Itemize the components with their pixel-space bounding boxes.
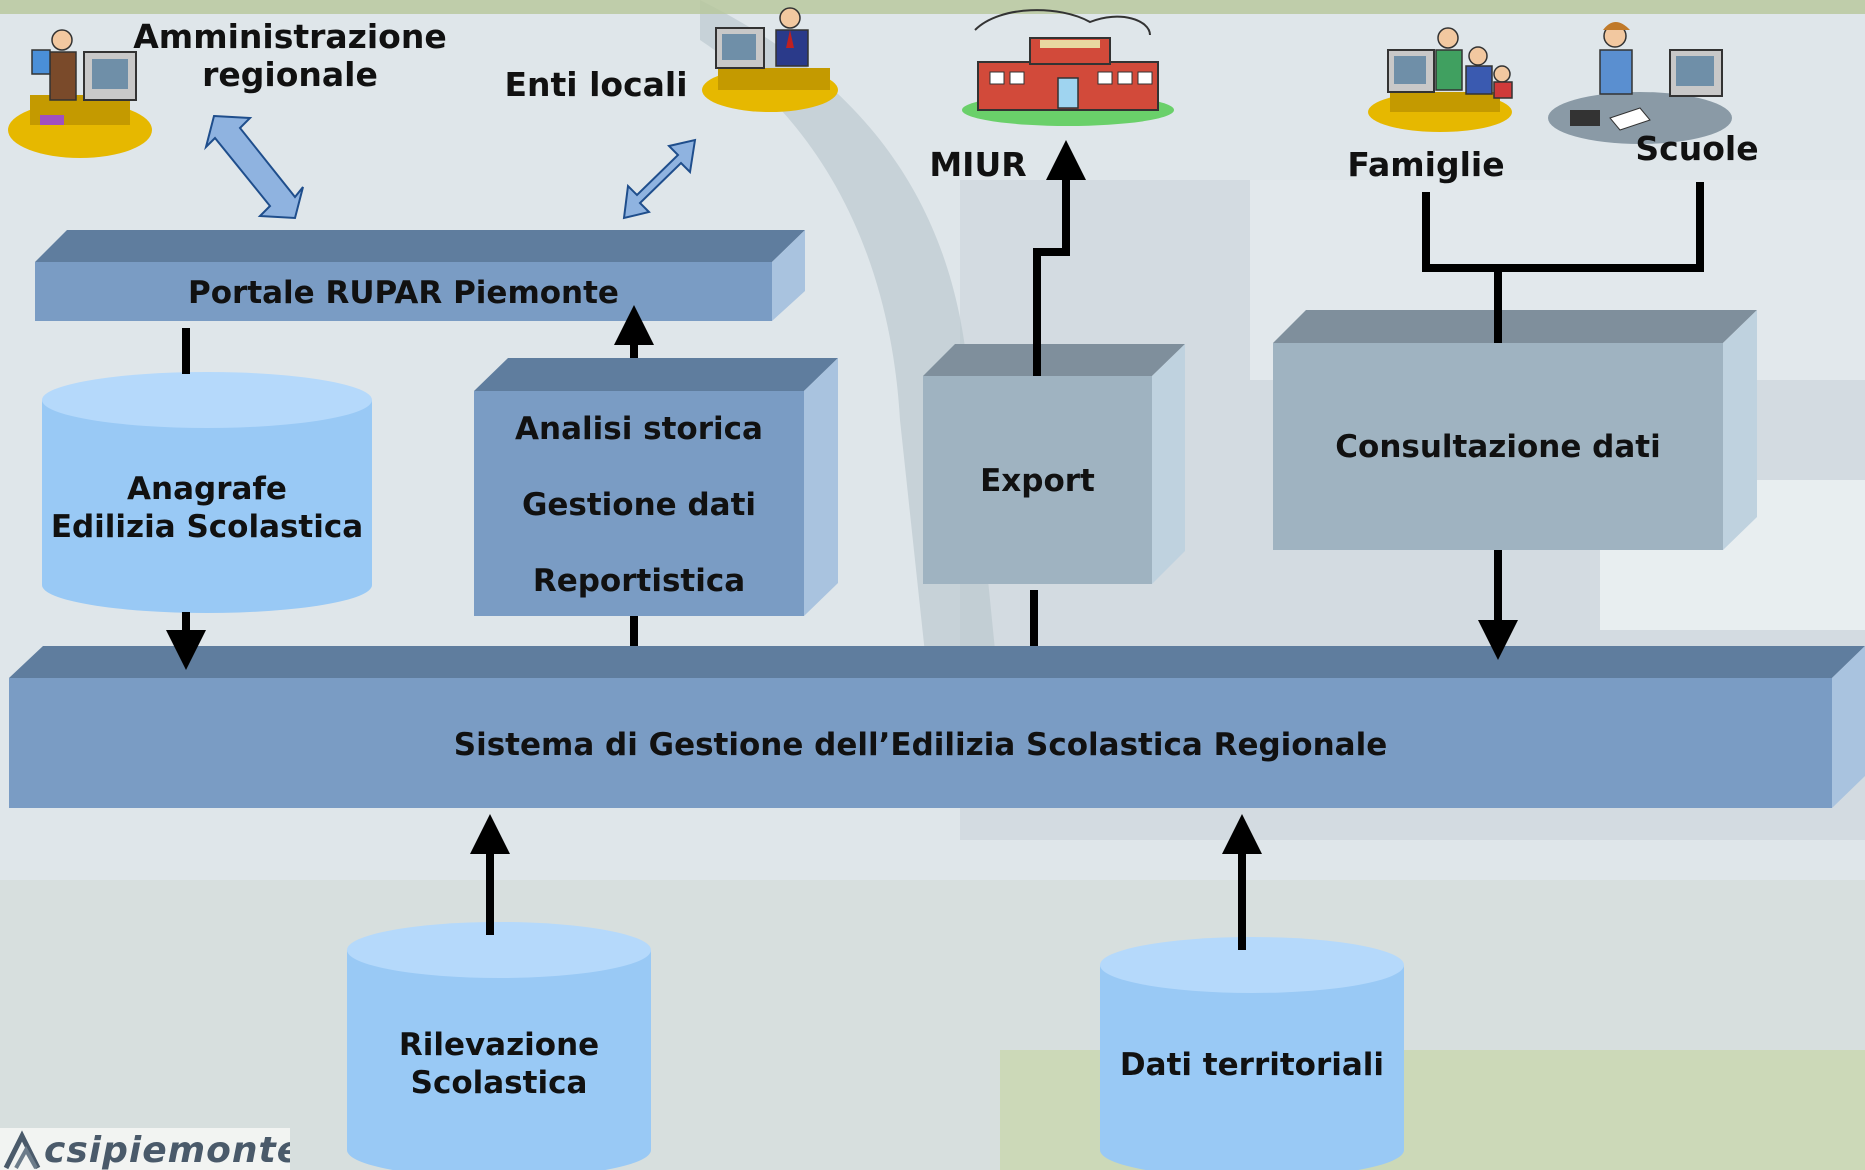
rilevazione-cylinder <box>347 922 651 1170</box>
actor-miur-label: MIUR <box>929 145 1027 184</box>
analisi-box <box>474 358 838 616</box>
portale-rupar-box <box>35 230 805 321</box>
actor-amministrazione-label: Amministrazione regionale <box>133 17 447 94</box>
csipiemonte-logo: csipiemonte <box>0 1128 290 1170</box>
scuole-clipart <box>1548 22 1732 144</box>
analisi-storica-label: Analisi storica <box>515 411 763 447</box>
territoriali-label: Dati territoriali <box>1119 1047 1385 1083</box>
famiglie-clipart <box>1368 27 1513 132</box>
rilevazione-label: Rilevazione Scolastica <box>398 1027 600 1101</box>
enti-double-arrow <box>622 138 697 220</box>
territoriali-cylinder <box>1100 937 1404 1170</box>
logo-text: csipiemonte <box>44 1130 290 1170</box>
miur-school-clipart <box>962 9 1174 126</box>
logo-mark-icon <box>3 1130 41 1170</box>
amministrazione-clipart <box>8 29 152 158</box>
actor-scuole-label: Scuole <box>1635 129 1759 168</box>
anagrafe-label: Anagrafe Edilizia Scolastica <box>50 471 364 545</box>
actor-famiglie-label: Famiglie <box>1347 145 1505 184</box>
portale-rupar-label: Portale RUPAR Piemonte <box>188 275 619 311</box>
sistema-label: Sistema di Gestione dell’Edilizia Scolas… <box>453 727 1388 763</box>
enti-locali-clipart <box>702 7 838 112</box>
export-box <box>923 344 1185 584</box>
famiglie-scuole-connector <box>1422 182 1704 272</box>
consultazione-dati-label: Consultazione dati <box>1335 429 1661 465</box>
anagrafe-cylinder <box>42 372 372 613</box>
connectors <box>166 140 1704 950</box>
export-label: Export <box>980 463 1095 499</box>
amministrazione-double-arrow <box>204 114 304 220</box>
consultazione-box <box>1273 310 1757 550</box>
actor-enti-locali-label: Enti locali <box>504 65 688 104</box>
sistema-box <box>9 646 1865 808</box>
reportistica-label: Reportistica <box>532 563 746 599</box>
export-miur-arrow <box>1033 140 1086 376</box>
gestione-dati-label: Gestione dati <box>521 487 757 523</box>
